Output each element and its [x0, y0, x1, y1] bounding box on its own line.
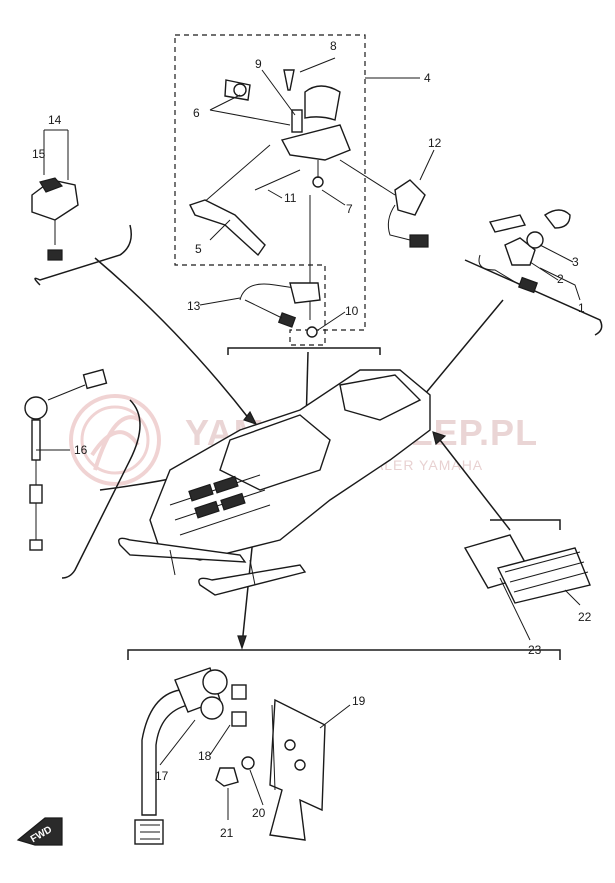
- bracket-top-center: [227, 347, 381, 355]
- callout-14: 14: [48, 113, 62, 127]
- watermark-logo-icon: [69, 394, 161, 486]
- callout-23: 23: [528, 643, 542, 657]
- callout-9: 9: [255, 57, 262, 71]
- bracket-left-16: [61, 399, 141, 579]
- light-switch-16: [24, 368, 108, 551]
- callout-20: 20: [252, 806, 266, 820]
- callout-15: 15: [32, 147, 46, 161]
- callout-22: 22: [578, 610, 592, 624]
- callout-7: 7: [346, 202, 353, 216]
- callout-11: 11: [284, 191, 297, 205]
- callout-12: 12: [428, 136, 442, 150]
- callout-5: 5: [195, 242, 202, 256]
- callout-13: 13: [187, 299, 201, 313]
- callout-19: 19: [352, 694, 366, 708]
- group-brackets: [34, 34, 603, 660]
- callout-6: 6: [193, 106, 200, 120]
- snowmobile-body: [118, 369, 431, 596]
- callout-1: 1: [578, 301, 585, 315]
- fwd-arrow-icon: FWD: [16, 817, 63, 846]
- bracket-right-1: [464, 259, 603, 336]
- main-switch-14: [31, 177, 79, 261]
- bracket-left-14: [34, 224, 132, 286]
- callout-18: 18: [198, 749, 212, 763]
- wire-harness-17: [134, 667, 247, 845]
- bracket-right-22: [490, 519, 561, 530]
- tail-light-22-23: [463, 534, 591, 604]
- callout-3: 3: [572, 255, 579, 269]
- callout-8: 8: [330, 39, 337, 53]
- callout-2: 2: [557, 272, 564, 286]
- stop-switch-12: [339, 159, 429, 248]
- bracket-plate-19: [215, 698, 326, 841]
- callouts: 1 2 3 4 5 6 7 8 9 10 11 12 13 14 15 16 1…: [32, 39, 592, 840]
- brake-switch-13: [239, 282, 321, 338]
- callout-10: 10: [345, 304, 359, 318]
- throttle-housing: [189, 69, 351, 320]
- group-box-4: [174, 34, 366, 346]
- callout-16: 16: [74, 443, 88, 457]
- callout-leaders: [36, 57, 581, 820]
- bracket-bottom: [127, 649, 561, 660]
- key-switch-1: [478, 209, 571, 294]
- callout-17: 17: [155, 769, 169, 783]
- callout-4: 4: [424, 71, 431, 85]
- callout-21: 21: [220, 826, 234, 840]
